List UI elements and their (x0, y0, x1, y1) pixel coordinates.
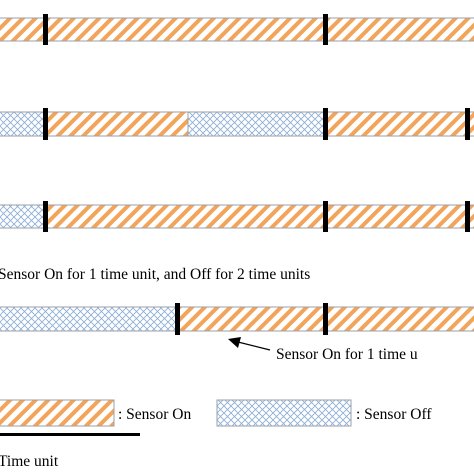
timeline-4-tick-1 (175, 303, 180, 335)
timeline-2-tick-1 (43, 108, 48, 140)
timeline-4-off-segment-1 (0, 306, 179, 332)
arrow-head-icon (228, 337, 241, 348)
timeline-1-tick-2 (323, 14, 328, 45)
timeline-4-caption: Sensor On for 1 time u (276, 346, 418, 363)
timeline-1-tick-1 (43, 14, 48, 45)
time-unit-label: Time unit (0, 453, 59, 470)
timeline-3 (0, 201, 474, 232)
legend-off-label: : Sensor Off (356, 406, 432, 423)
legend-on-label: : Sensor On (118, 406, 191, 423)
timeline-3-tick-2 (323, 201, 328, 232)
timeline-2-tick-2 (323, 108, 328, 140)
timeline-3-on-segment-2 (325, 204, 474, 229)
timeline-1-on-segment-3 (325, 17, 474, 42)
timeline-3-caption: Sensor On for 1 time unit, and Off for 2… (0, 266, 310, 283)
timeline-3-off-segment-1 (0, 204, 47, 229)
timeline-3-on-segment-1 (45, 204, 327, 229)
timeline-1-on-segment-1 (0, 17, 47, 42)
timeline-4-on-segment-1 (177, 306, 327, 332)
timeline-2-tick-3 (465, 108, 470, 140)
timeline-3-tick-1 (43, 201, 48, 232)
timeline-3-tick-3 (465, 201, 470, 232)
timeline-2-off-segment-2 (187, 111, 327, 137)
annotation-arrow (228, 337, 271, 351)
legend-off-swatch (216, 399, 352, 427)
timeline-4-on-segment-2 (325, 306, 474, 332)
timeline-2-off-segment-1 (0, 111, 47, 137)
timeline-1 (0, 14, 474, 45)
time-unit-bar (0, 433, 140, 436)
legend: : Sensor On : Sensor Off Time unit (0, 399, 432, 470)
timeline-2-on-segment-1 (45, 111, 189, 137)
timeline-4 (0, 303, 474, 335)
timeline-2-on-segment-2 (325, 111, 474, 137)
legend-on-swatch (0, 399, 115, 427)
timeline-2 (0, 108, 474, 140)
timeline-4-tick-2 (323, 303, 328, 335)
timeline-1-on-segment-2 (45, 17, 327, 42)
